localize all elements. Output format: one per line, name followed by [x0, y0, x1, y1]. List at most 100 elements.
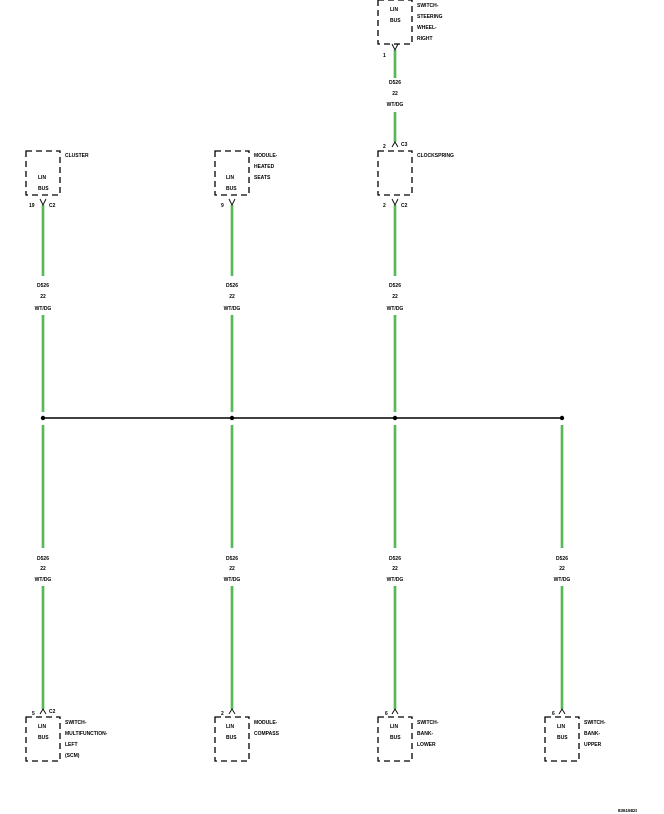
- connector-id: C3: [401, 142, 408, 148]
- connector-id: C2: [401, 203, 408, 209]
- wire-color-label: WT/DG: [35, 577, 52, 583]
- connector-box: [544, 716, 580, 762]
- wire-gauge-label: 22: [392, 566, 398, 572]
- wire-circuit-label: D526: [226, 283, 238, 289]
- wire-color-label: WT/DG: [387, 577, 404, 583]
- connector-box: [377, 716, 413, 762]
- wire-color-label: WT/DG: [387, 102, 404, 108]
- box-label: BUS: [226, 735, 237, 741]
- module-name: LEFT: [65, 742, 78, 748]
- module-steering-wheel-right: LIN BUS SWITCH- STEERING WHEEL- RIGHT 1: [377, 0, 443, 59]
- module-name: MODULE-: [254, 720, 278, 726]
- splice-dot: [40, 415, 46, 421]
- pin-number: 9: [221, 203, 224, 209]
- box-label: LIN: [390, 7, 398, 13]
- wire-color-label: WT/DG: [554, 577, 571, 583]
- wire-gauge-label: 22: [392, 91, 398, 97]
- terminal-male: [39, 198, 47, 207]
- box-label: LIN: [557, 724, 565, 730]
- wire-circuit-label: D526: [37, 556, 49, 562]
- terminal-female: [558, 708, 566, 715]
- module-name: SEATS: [254, 175, 271, 181]
- wire-gauge-label: 22: [40, 566, 46, 572]
- box-label: LIN: [38, 724, 46, 730]
- module-name: LOWER: [417, 742, 436, 748]
- pin-number: 2: [383, 144, 386, 150]
- pin-number: 5: [32, 711, 35, 717]
- module-name: RIGHT: [417, 36, 433, 42]
- module-compass: 2 LIN BUS MODULE- COMPASS: [214, 708, 280, 762]
- box-label: LIN: [38, 175, 46, 181]
- terminal-female: [391, 708, 399, 715]
- terminal-male: [391, 198, 399, 207]
- connector-box: [25, 150, 61, 196]
- module-multifunction-left: 5 C2 LIN BUS SWITCH- MULTIFUNCTION- LEFT…: [25, 708, 108, 762]
- module-bank-lower: 6 LIN BUS SWITCH- BANK- LOWER: [377, 708, 439, 762]
- box-label: LIN: [226, 724, 234, 730]
- box-label: LIN: [226, 175, 234, 181]
- wire-gauge-label: 22: [559, 566, 565, 572]
- module-name: SWITCH-: [65, 720, 87, 726]
- pin-number: 6: [552, 711, 555, 717]
- wire-circuit-label: D526: [556, 556, 568, 562]
- wire-circuit-label: D526: [389, 283, 401, 289]
- wire-circuit-label: D526: [226, 556, 238, 562]
- connector-box: [25, 716, 61, 762]
- module-name: SWITCH-: [417, 720, 439, 726]
- connector-box: [214, 716, 250, 762]
- module-name: UPPER: [584, 742, 602, 748]
- terminal-male: [391, 43, 399, 52]
- wires: [41, 50, 564, 709]
- wire-labels: D526 22 WT/DG D526 22 WT/DG D526 22 WT/D…: [35, 80, 571, 583]
- wire-circuit-label: D526: [389, 556, 401, 562]
- module-name: HEATED: [254, 164, 275, 170]
- wire-color-label: WT/DG: [224, 306, 241, 312]
- module-name: CLOCKSPRING: [417, 153, 454, 159]
- terminal-female: [391, 141, 399, 148]
- wire-circuit-label: D526: [389, 80, 401, 86]
- module-name: MODULE-: [254, 153, 278, 159]
- splice-dot: [392, 415, 398, 421]
- wire-circuit-label: D526: [37, 283, 49, 289]
- wire-gauge-label: 22: [40, 294, 46, 300]
- splice-dot: [559, 415, 565, 421]
- module-name: WHEEL-: [417, 25, 437, 31]
- wire-gauge-label: 22: [392, 294, 398, 300]
- box-label: LIN: [390, 724, 398, 730]
- connector-box: [377, 0, 413, 45]
- module-cluster: LIN BUS CLUSTER 19 C2: [25, 150, 89, 209]
- module-name: SWITCH-: [584, 720, 606, 726]
- module-name: (SCM): [65, 753, 80, 759]
- module-name: MULTIFUNCTION-: [65, 731, 108, 737]
- module-name: SWITCH-: [417, 3, 439, 9]
- connector-box: [214, 150, 250, 196]
- pin-number: 19: [29, 203, 35, 209]
- module-name: STEERING: [417, 14, 443, 20]
- module-bank-upper: 6 LIN BUS SWITCH- BANK- UPPER: [544, 708, 606, 762]
- pin-number: 2: [221, 711, 224, 717]
- wire-color-label: WT/DG: [35, 306, 52, 312]
- wire-color-label: WT/DG: [387, 306, 404, 312]
- figure-id: 8361582t: [618, 808, 638, 813]
- pin-number: 6: [385, 711, 388, 717]
- box-label: BUS: [390, 18, 401, 24]
- box-label: BUS: [226, 186, 237, 192]
- terminal-female: [39, 708, 47, 715]
- pin-number: 2: [383, 203, 386, 209]
- box-label: BUS: [557, 735, 568, 741]
- module-name: BANK-: [584, 731, 600, 737]
- terminal-female: [228, 708, 236, 715]
- box-label: BUS: [390, 735, 401, 741]
- module-name: BANK-: [417, 731, 433, 737]
- pin-number: 1: [383, 53, 386, 59]
- wire-gauge-label: 22: [229, 294, 235, 300]
- module-clockspring: 2 C3 CLOCKSPRING 2 C2: [377, 141, 454, 209]
- module-name: CLUSTER: [65, 153, 89, 159]
- connector-id: C2: [49, 203, 56, 209]
- wire-gauge-label: 22: [229, 566, 235, 572]
- splice-dot: [229, 415, 235, 421]
- connector-id: C2: [49, 709, 56, 715]
- terminal-male: [228, 198, 236, 207]
- box-label: BUS: [38, 186, 49, 192]
